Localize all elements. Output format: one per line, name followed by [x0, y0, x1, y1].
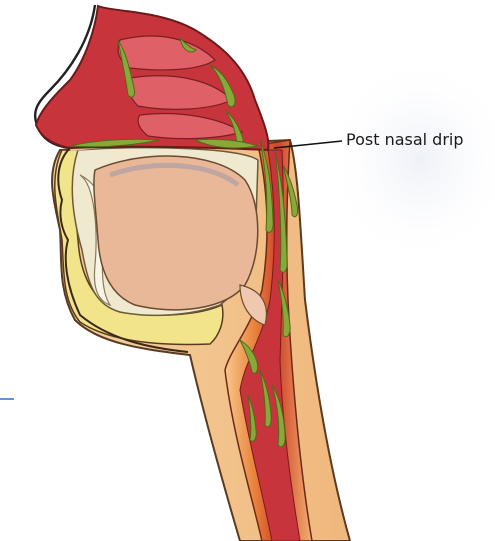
- background-glow: [325, 55, 495, 265]
- post-nasal-drip-label: Post nasal drip: [346, 130, 464, 149]
